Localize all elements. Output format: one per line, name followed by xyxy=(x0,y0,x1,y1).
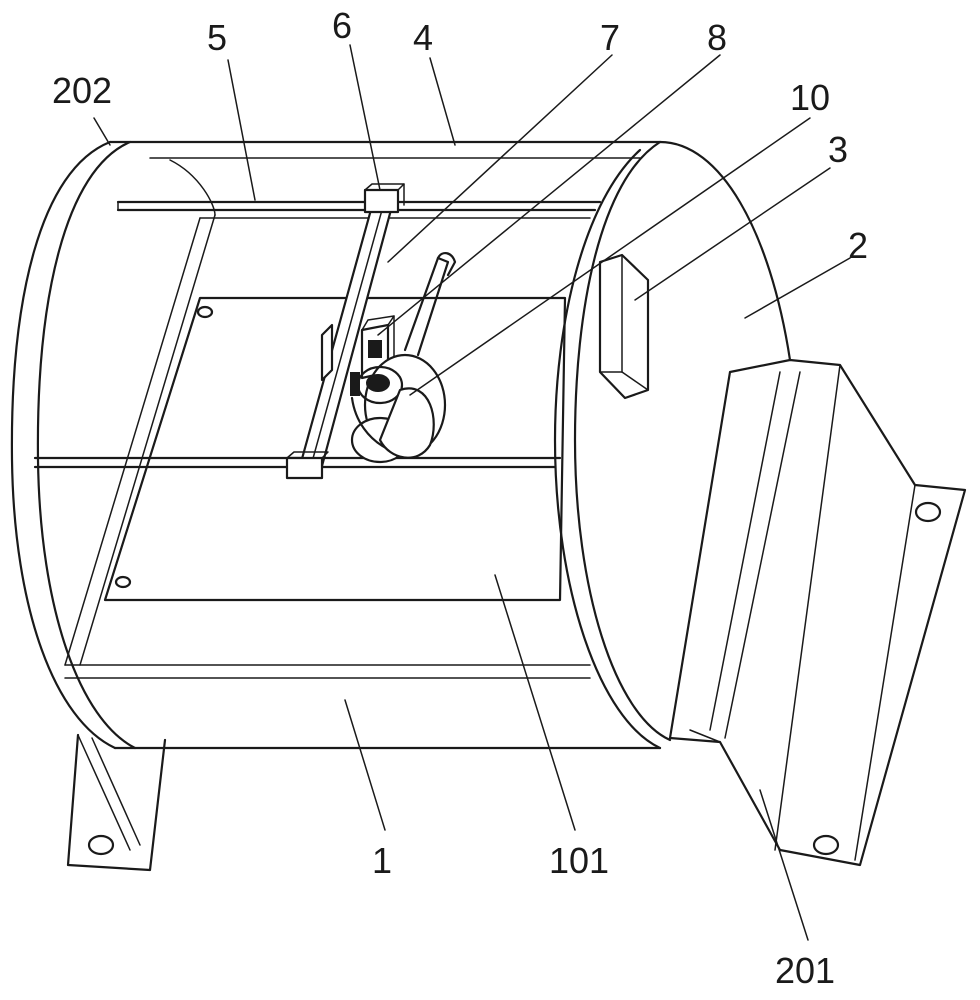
label-201: 201 xyxy=(775,950,835,991)
leader-lines xyxy=(93,44,851,941)
label-8: 8 xyxy=(707,17,727,58)
label-5: 5 xyxy=(207,17,227,58)
label-4: 4 xyxy=(413,17,433,58)
inner-plate xyxy=(103,296,567,602)
window xyxy=(598,253,650,400)
label-3: 3 xyxy=(828,129,848,170)
camera-assembly xyxy=(320,252,457,464)
reference-labels: 202 5 6 4 7 8 10 3 2 1 101 201 xyxy=(52,5,868,991)
label-7: 7 xyxy=(600,17,620,58)
end-cap xyxy=(553,140,792,750)
label-1: 1 xyxy=(372,840,392,881)
mounting-bracket-left xyxy=(66,733,167,872)
label-2: 2 xyxy=(848,225,868,266)
housing-body xyxy=(10,140,662,750)
label-10: 10 xyxy=(790,77,830,118)
label-202: 202 xyxy=(52,70,112,111)
label-6: 6 xyxy=(332,5,352,46)
label-101: 101 xyxy=(549,840,609,881)
guide-rod-upper xyxy=(116,200,602,212)
mounting-bracket-right xyxy=(668,358,967,867)
